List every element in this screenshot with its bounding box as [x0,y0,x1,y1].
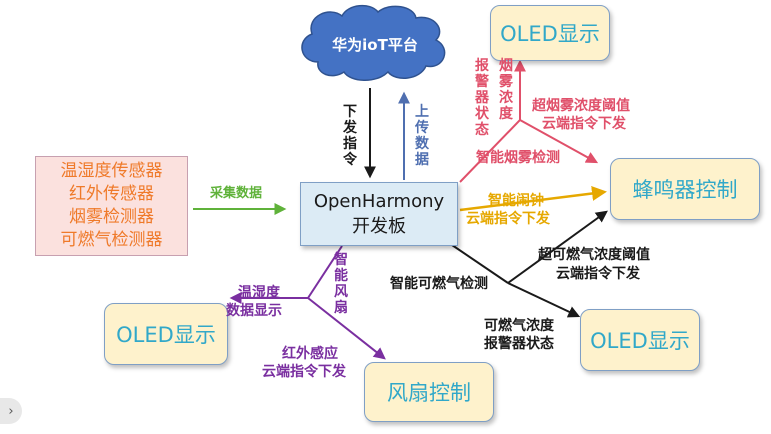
smart-smoke-label: 智能烟雾检测 [476,150,560,166]
sensor-item: 红外传感器 [69,184,154,204]
collect-label: 采集数据 [210,186,263,201]
smoke-threshold-label: 超烟雾浓度阈值 [532,98,630,114]
gas-threshold-label: 超可燃气浓度阈值 [538,247,650,263]
gas-oled-arrow [507,282,581,318]
cloud-shape [301,4,446,81]
gas-alarm-status-label: 报警器状态 [484,336,554,352]
smart-gas-label: 智能可燃气检测 [390,276,488,292]
buzzer-box: 蜂鸣器控制 [610,158,760,220]
alarm-status-label: 报警器状态 [475,58,489,138]
gas-buzzer-arrow [507,210,608,284]
temp-label: 温湿度 [238,285,280,301]
ir-fan-arrow [307,297,386,360]
ir-cloud-label: 云端指令下发 [262,364,346,380]
sensor-item: 温湿度传感器 [60,161,163,181]
smart-alarm-label: 智能闹钟 [488,193,544,209]
board-subtitle: 开发板 [352,215,406,237]
sensor-item: 可燃气检测器 [60,230,163,250]
fan-box: 风扇控制 [364,362,494,422]
next-slide-button[interactable]: › [0,398,22,424]
fan-line [307,245,343,299]
smart-fan-label: 智能风扇 [334,252,348,316]
down-command-label: 下发指令 [343,104,357,168]
chevron-right-icon: › [8,403,14,419]
board-title: OpenHarmony [313,190,445,212]
sensor-item: 烟雾检测器 [69,207,154,227]
board-box: OpenHarmony 开发板 [300,182,458,246]
oled-top-box: OLED显示 [490,5,610,61]
smart-alarm-cloud-label: 云端指令下发 [466,211,550,227]
temp-display-label: 数据显示 [226,303,282,319]
oled-right-box: OLED显示 [580,309,700,371]
cloud-title: 华为ioT平台 [332,36,418,54]
smoke-cloud-label: 云端指令下发 [542,116,626,132]
upload-data-label: 上传数据 [415,104,429,168]
smart-alarm-arrow [459,186,607,212]
gas-conc-label: 可燃气浓度 [484,318,554,334]
smoke-conc-label: 烟雾浓度 [499,58,513,122]
gas-cloud-label: 云端指令下发 [556,266,640,282]
sensors-box: 温湿度传感器 红外传感器 烟雾检测器 可燃气检测器 [35,156,188,256]
smoke-buzzer-arrow [519,119,599,164]
ir-label: 红外感应 [282,346,338,362]
oled-left-box: OLED显示 [104,303,228,365]
gas-line [451,244,509,284]
